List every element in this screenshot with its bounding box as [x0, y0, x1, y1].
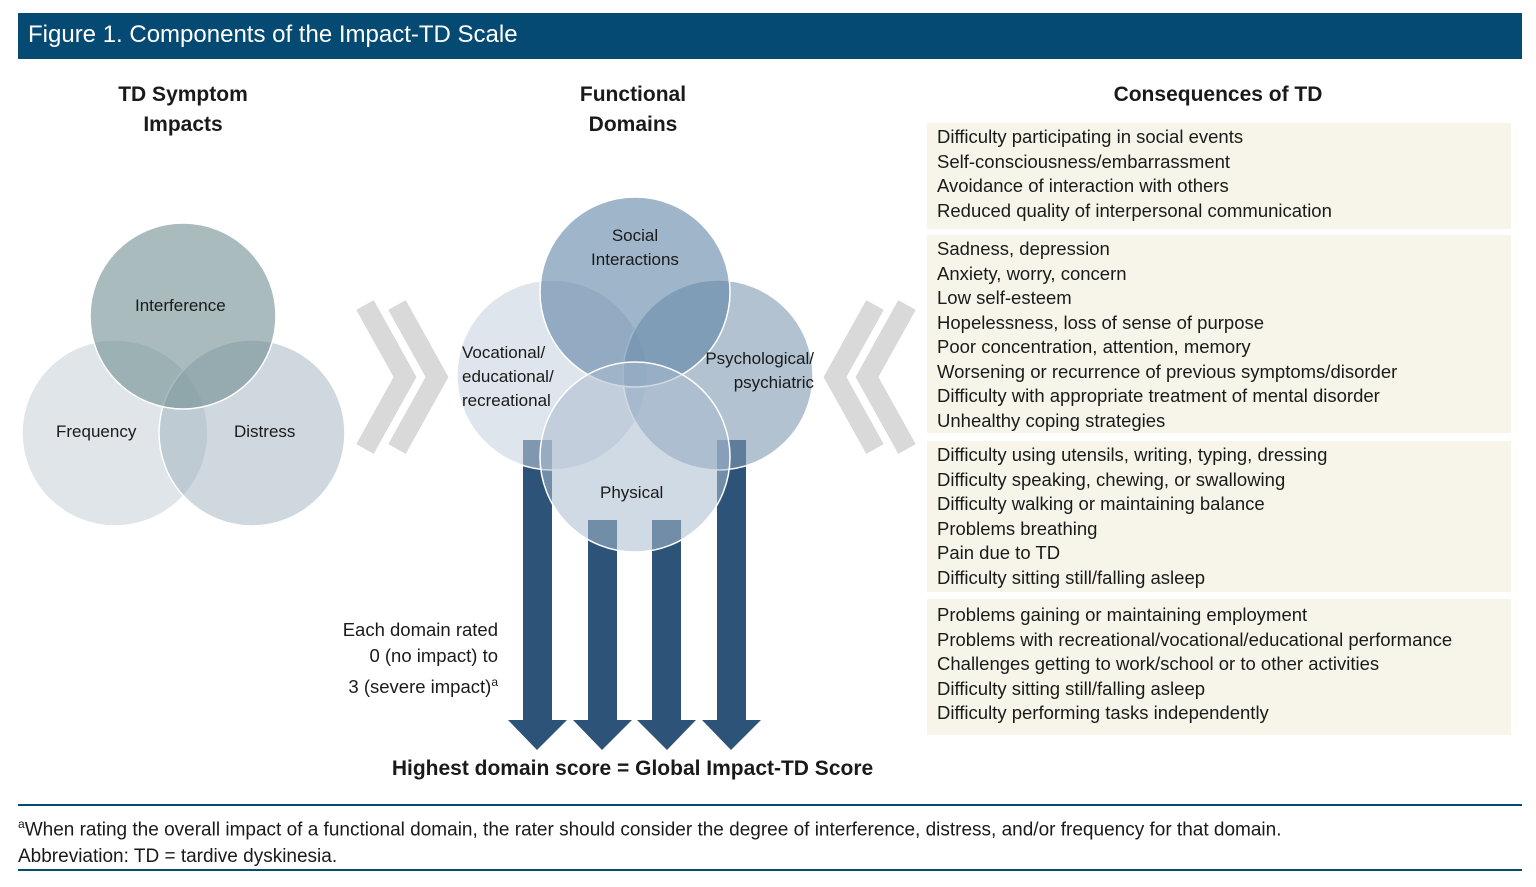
consequence-item: Low self-esteem	[937, 287, 1072, 308]
consequence-item: Challenges getting to work/school or to …	[937, 653, 1380, 674]
title-line: Domains	[588, 113, 678, 136]
chevron-right-icon	[388, 300, 449, 454]
consequences-title: Consequences of TD	[1113, 83, 1323, 106]
consequence-item: Problems gaining or maintaining employme…	[937, 604, 1308, 625]
arrow-vocational	[508, 440, 567, 750]
symptom-venn	[21, 222, 346, 527]
consequence-item: Problems breathing	[937, 517, 1098, 539]
title-line: TD Symptom	[118, 83, 248, 106]
domains-venn	[456, 196, 814, 553]
label-line: Vocational/	[462, 343, 546, 362]
consequences-psychological: Sadness, depression Anxiety, worry, conc…	[927, 235, 1511, 433]
label-line: psychiatric	[733, 373, 814, 392]
chevron-right-icon	[356, 300, 417, 454]
chevrons	[356, 300, 916, 454]
label-line: Interactions	[591, 250, 679, 269]
physical-circle	[539, 361, 731, 553]
rating-line: 0 (no impact) to	[369, 645, 498, 666]
consequence-item: Difficulty using utensils, writing, typi…	[937, 444, 1328, 465]
label-distress: Distress	[234, 422, 296, 441]
consequence-item: Worsening or recurrence of previous symp…	[937, 360, 1398, 382]
title-line: Impacts	[143, 113, 223, 136]
functional-domains-title: Functional Domains	[533, 80, 733, 140]
consequence-item: Difficulty with appropriate treatment of…	[937, 385, 1380, 406]
consequence-item: Difficulty walking or maintaining balanc…	[937, 493, 1265, 514]
consequence-item: Difficulty speaking, chewing, or swallow…	[937, 468, 1286, 490]
label-line: Psychological/	[705, 349, 814, 368]
down-arrows	[508, 440, 761, 750]
figure-title: Figure 1. Components of the Impact-TD Sc…	[18, 13, 1522, 59]
arrow-psychological	[702, 440, 761, 750]
consequence-item: Poor concentration, attention, memory	[937, 336, 1251, 357]
consequence-item: Hopelessness, loss of sense of purpose	[937, 311, 1265, 333]
label-line: recreational	[462, 391, 551, 410]
consequence-item: Problems with recreational/vocational/ed…	[937, 628, 1453, 650]
footnote-text: When rating the overall impact of a func…	[24, 819, 1282, 841]
consequence-item: Unhealthy coping strategies	[937, 409, 1166, 431]
title-line: Functional	[579, 83, 687, 106]
arrow-physical-right	[637, 520, 696, 750]
consequence-item: Difficulty performing tasks independentl…	[937, 702, 1269, 723]
label-physical: Physical	[600, 483, 664, 502]
consequences-physical: Difficulty using utensils, writing, typi…	[927, 441, 1511, 592]
consequence-item: Difficulty participating in social event…	[937, 126, 1244, 147]
consequence-item: Difficulty sitting still/falling asleep	[937, 566, 1206, 588]
global-score-label: Highest domain score = Global Impact-TD …	[391, 757, 874, 780]
label-frequency: Frequency	[56, 422, 137, 441]
chevron-left-icon	[855, 300, 916, 454]
label-interference: Interference	[135, 296, 226, 315]
consequence-item: Reduced quality of interpersonal communi…	[937, 199, 1332, 221]
label-psychological: Psychological/ psychiatric	[680, 347, 814, 395]
label-line: educational/	[462, 367, 554, 386]
label-social-interactions: Social Interactions	[575, 224, 695, 272]
label-line: Social	[611, 226, 659, 245]
symptom-impacts-title: TD Symptom Impacts	[83, 80, 283, 140]
consequence-item: Self-consciousness/embarrassment	[937, 150, 1231, 172]
consequence-item: Difficulty sitting still/falling asleep	[937, 677, 1206, 699]
consequences-social: Difficulty participating in social event…	[927, 123, 1511, 229]
consequence-item: Pain due to TD	[937, 542, 1061, 563]
abbreviation-text: Abbreviation: TD = tardive dyskinesia.	[18, 846, 338, 868]
interference-circle	[89, 222, 277, 410]
consequences-vocational: Problems gaining or maintaining employme…	[927, 599, 1511, 735]
footnote-mark: a	[18, 817, 25, 831]
footnote: aWhen rating the overall impact of a fun…	[18, 811, 1282, 870]
chevron-left-icon	[823, 300, 884, 454]
consequence-item: Anxiety, worry, concern	[937, 262, 1127, 284]
arrow-physical-left	[573, 520, 632, 750]
consequence-item: Avoidance of interaction with others	[937, 175, 1229, 196]
consequence-item: Sadness, depression	[937, 238, 1110, 259]
label-vocational: Vocational/ educational/ recreational	[462, 341, 554, 413]
footnote-mark: a	[491, 675, 498, 689]
rating-text: 3 (severe impact)	[348, 676, 492, 698]
footnote-divider-bottom	[18, 869, 1522, 871]
rating-line: Each domain rated	[342, 619, 498, 640]
rating-line: 3 (severe impact)a	[300, 669, 498, 700]
rating-note: Each domain rated 0 (no impact) to 3 (se…	[300, 617, 498, 700]
footnote-line: aWhen rating the overall impact of a fun…	[18, 811, 1282, 843]
footnote-divider-top	[18, 804, 1522, 806]
